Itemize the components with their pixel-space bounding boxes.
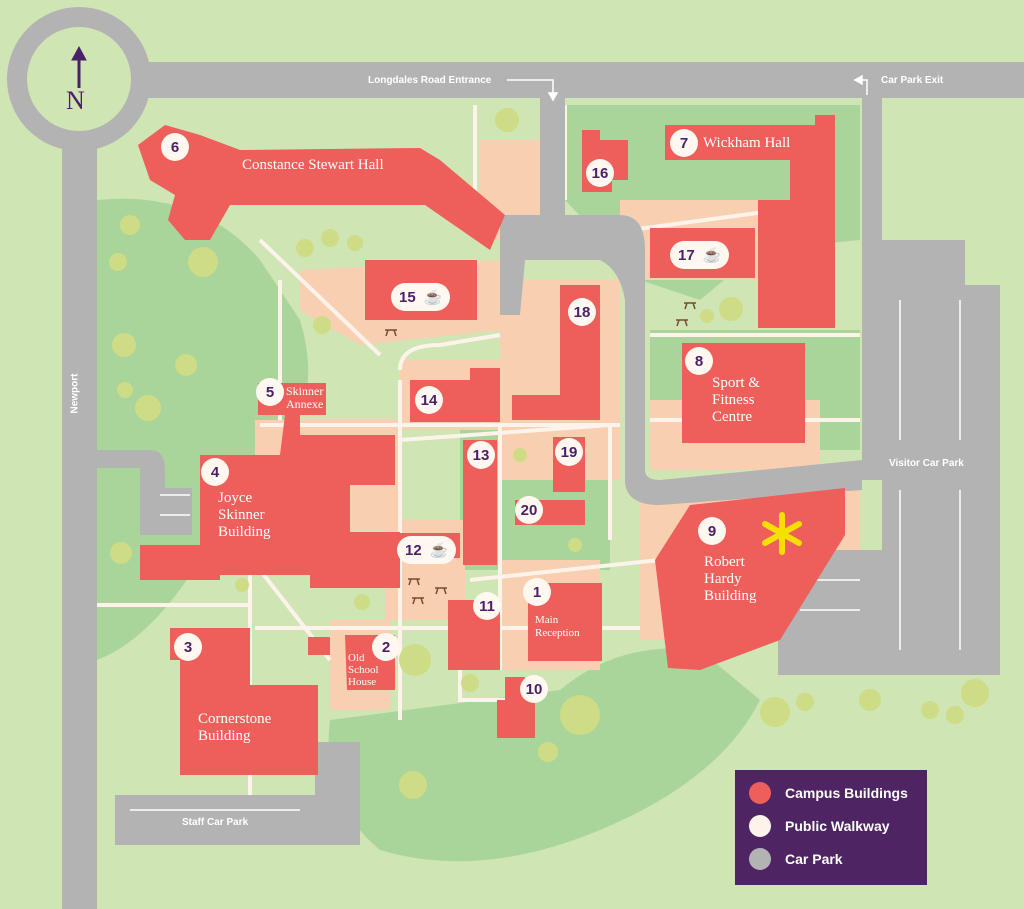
picnic-table-icons xyxy=(385,302,696,605)
asterisk-icon xyxy=(762,512,802,555)
building-3-marker[interactable]: 3 xyxy=(174,633,202,661)
building-12-marker[interactable]: 12 ☕ xyxy=(397,536,457,564)
building-11-marker[interactable]: 11 xyxy=(473,592,501,620)
building-9-marker[interactable]: 9 xyxy=(698,517,726,545)
building-6-name: Constance Stewart Hall xyxy=(242,157,384,173)
building-10-marker[interactable]: 10 xyxy=(520,675,548,703)
building-7-name: Wickham Hall xyxy=(703,135,791,151)
north-arrow-icon xyxy=(71,45,87,88)
building-3 xyxy=(170,628,318,775)
building-6 xyxy=(138,125,505,250)
building-4-marker[interactable]: 4 xyxy=(201,458,229,486)
building-9-name: Robert Hardy Building xyxy=(704,554,757,604)
building-15-number: 15 xyxy=(399,288,416,306)
compass-north-label: N xyxy=(66,86,85,115)
building-8-marker[interactable]: 8 xyxy=(685,347,713,375)
direction-arrows xyxy=(507,74,868,102)
building-14-marker[interactable]: 14 xyxy=(415,386,443,414)
building-8-name: Sport & Fitness Centre xyxy=(712,375,760,425)
building-5-name: Skinner Annexe xyxy=(286,384,324,411)
building-3-name: Cornerstone Building xyxy=(198,711,272,744)
building-1-name: Main Reception xyxy=(535,614,580,639)
building-7 xyxy=(665,115,835,328)
map-legend: Campus Buildings Public Walkway Car Park xyxy=(735,770,927,885)
building-4 xyxy=(140,415,400,588)
legend-item-campus-buildings: Campus Buildings xyxy=(749,782,908,804)
staff-car-park-label: Staff Car Park xyxy=(182,817,249,828)
car-park-swatch xyxy=(749,848,771,870)
road-label-exit: Car Park Exit xyxy=(881,75,944,86)
building-17-number: 17 xyxy=(678,246,695,264)
road-label-entrance: Longdales Road Entrance xyxy=(368,75,492,86)
cafe-icon: ☕ xyxy=(429,542,449,559)
building-15-marker[interactable]: 15 ☕ xyxy=(391,283,451,311)
building-20-marker[interactable]: 20 xyxy=(515,496,543,524)
public-walkway-swatch xyxy=(749,815,771,837)
trees xyxy=(109,108,989,799)
building-10 xyxy=(497,677,535,738)
building-17-marker[interactable]: 17 ☕ xyxy=(670,241,730,269)
building-2-name: Old School House xyxy=(348,652,379,688)
building-4-name: Joyce Skinner Building xyxy=(218,490,271,540)
building-18-marker[interactable]: 18 xyxy=(568,298,596,326)
building-19-marker[interactable]: 19 xyxy=(555,438,583,466)
legend-label: Public Walkway xyxy=(785,818,890,834)
legend-label: Campus Buildings xyxy=(785,785,908,801)
cafe-icon: ☕ xyxy=(702,247,722,264)
building-13-marker[interactable]: 13 xyxy=(467,441,495,469)
building-2-marker[interactable]: 2 xyxy=(372,633,400,661)
legend-item-car-park: Car Park xyxy=(749,848,843,870)
legend-label: Car Park xyxy=(785,851,843,867)
road-label-newport: Newport xyxy=(69,373,81,414)
cafe-icon: ☕ xyxy=(423,289,443,306)
visitor-car-park-label: Visitor Car Park xyxy=(889,458,964,469)
building-1-marker[interactable]: 1 xyxy=(523,578,551,606)
building-12-number: 12 xyxy=(405,541,422,559)
building-5-marker[interactable]: 5 xyxy=(256,378,284,406)
building-6-marker[interactable]: 6 xyxy=(161,133,189,161)
building-7-marker[interactable]: 7 xyxy=(670,129,698,157)
building-16-marker[interactable]: 16 xyxy=(586,159,614,187)
legend-item-public-walkway: Public Walkway xyxy=(749,815,890,837)
campus-buildings-swatch xyxy=(749,782,771,804)
